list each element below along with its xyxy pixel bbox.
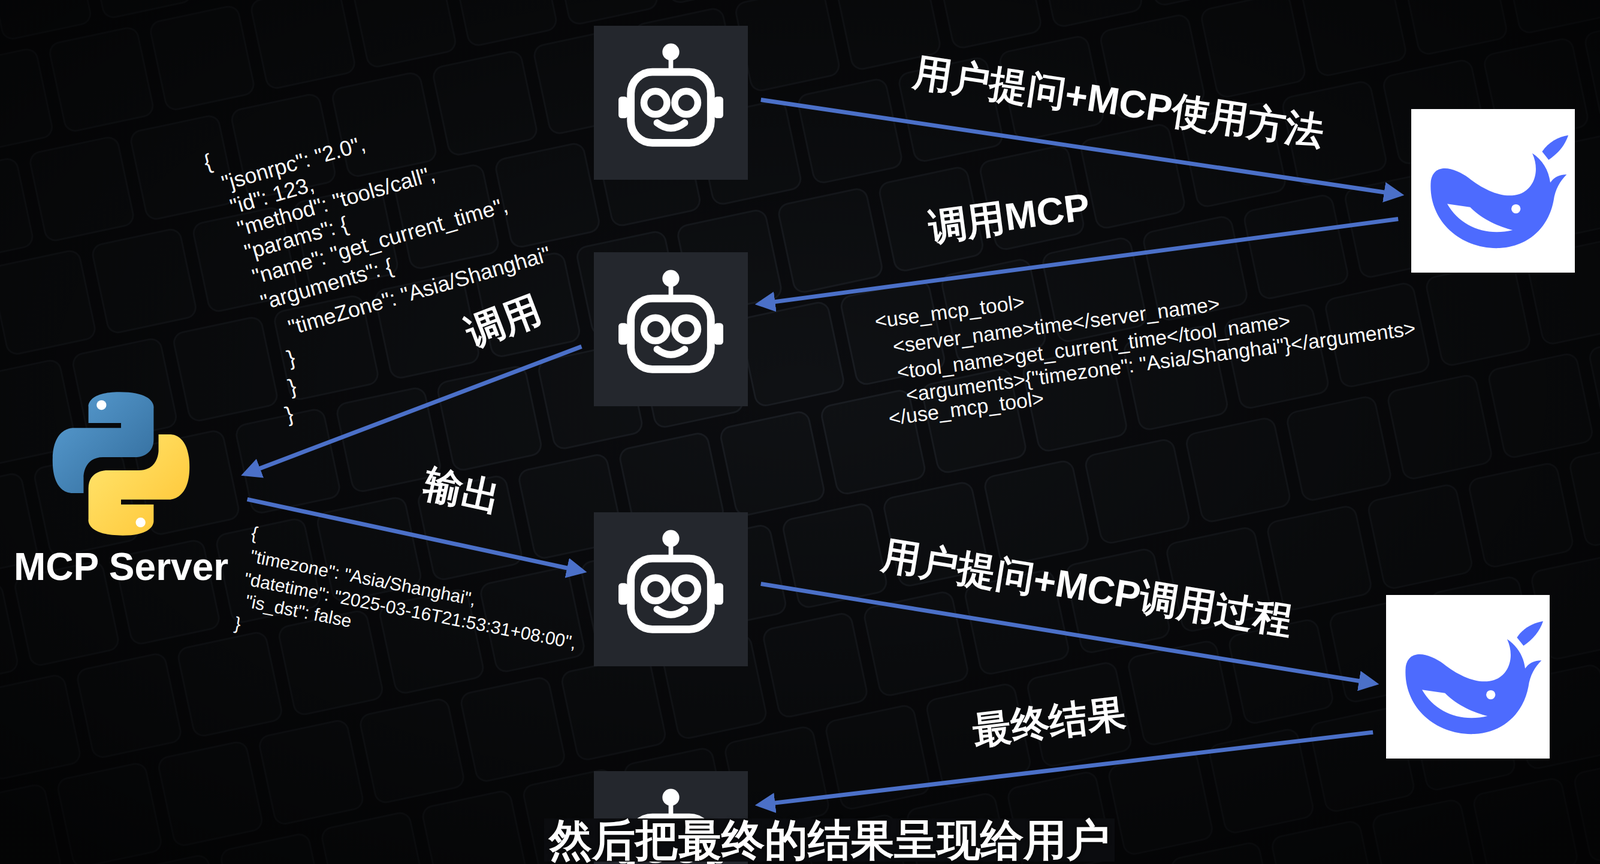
robot-icon [593, 25, 748, 180]
llm-box [1411, 109, 1575, 273]
deepseek-icon [1386, 595, 1550, 759]
flow-arrow [761, 218, 1399, 304]
illustration-part [656, 122, 685, 129]
illustration-part [1447, 203, 1513, 232]
illustration-part [1405, 639, 1542, 735]
illustration-part [618, 322, 628, 345]
agent-box [593, 25, 748, 180]
illustration-part [644, 577, 668, 602]
illustration-part [631, 558, 712, 630]
illustration-part [656, 349, 685, 355]
server-box: MCP Server [7, 378, 235, 594]
node-label: MCP Server [13, 545, 229, 590]
illustration-part [1541, 135, 1569, 160]
illustration-part [644, 91, 668, 115]
illustration-part [644, 317, 668, 341]
illustration-part [662, 43, 679, 61]
agent-box [593, 512, 748, 667]
illustration-part [662, 270, 679, 288]
illustration-part [1430, 153, 1567, 249]
illustration-part [662, 789, 679, 806]
illustration-part [674, 91, 699, 115]
illustration-part [1386, 595, 1550, 759]
illustration-part [674, 577, 699, 602]
llm-box [1386, 595, 1550, 759]
illustration-part [713, 322, 723, 345]
illustration-part [96, 400, 107, 410]
illustration-part [88, 434, 190, 536]
illustration-part [656, 609, 685, 615]
flow-arrow [246, 346, 582, 474]
flow-arrow [761, 732, 1373, 805]
illustration-part [662, 530, 679, 548]
illustration-part [1411, 109, 1575, 273]
robot-icon [593, 512, 748, 667]
agent-box [593, 252, 748, 407]
illustration-part [713, 96, 723, 119]
illustration-part [1486, 690, 1496, 700]
illustration-part [136, 517, 146, 528]
illustration-part [593, 25, 748, 180]
connectors [246, 100, 1399, 805]
illustration-part [631, 71, 712, 143]
python-icon [39, 382, 203, 546]
illustration-part [593, 512, 748, 667]
robot-icon [593, 252, 748, 407]
illustration-part [618, 583, 628, 605]
illustration-part [713, 583, 723, 605]
illustration-part [631, 298, 712, 370]
illustration-part [618, 96, 628, 119]
illustration-part [1516, 621, 1544, 646]
illustration-part [593, 252, 748, 407]
illustration-part [1422, 689, 1488, 718]
illustration-part [674, 317, 699, 341]
subtitle: 然后把最终的结果呈现给用户 [544, 818, 1115, 862]
illustration-part [1511, 204, 1521, 214]
deepseek-icon [1411, 109, 1575, 273]
